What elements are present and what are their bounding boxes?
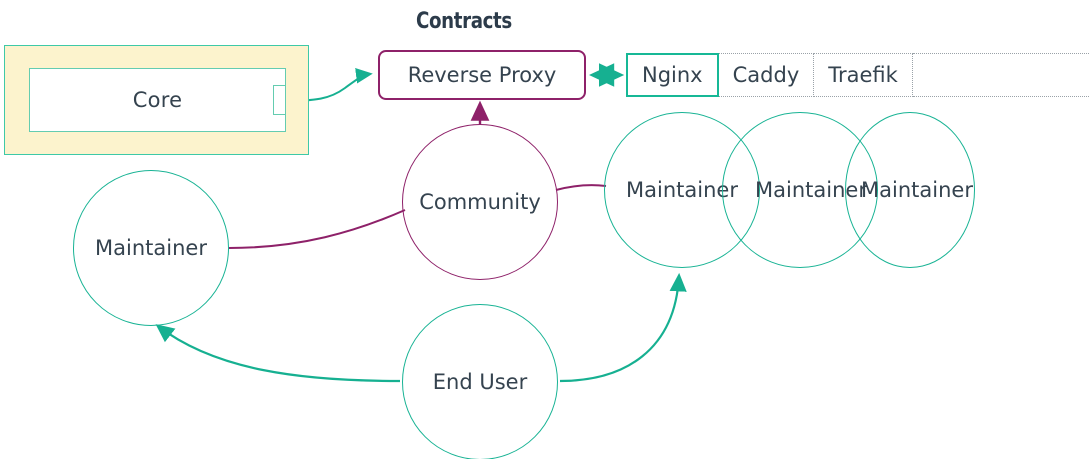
node-community[interactable]: Community	[402, 124, 558, 280]
option-traefik-label: Traefik	[828, 63, 898, 87]
node-maintainer-3[interactable]: Maintainer	[845, 112, 975, 268]
option-nginx[interactable]: Nginx	[626, 53, 719, 97]
core-node-label: Core	[132, 88, 183, 112]
option-traefik[interactable]: Traefik	[814, 53, 913, 97]
edge-end-user-to-maintainer-left	[155, 324, 401, 383]
node-community-label: Community	[419, 190, 541, 214]
option-caddy[interactable]: Caddy	[718, 53, 815, 97]
node-maintainer-3-label: Maintainer	[861, 178, 973, 202]
core-port-handle[interactable]	[273, 85, 286, 115]
proxy-options-row: Nginx Caddy Traefik	[626, 53, 1090, 97]
core-cluster: Core	[4, 45, 309, 155]
node-maintainer-1-label: Maintainer	[626, 178, 738, 202]
option-nginx-label: Nginx	[642, 63, 703, 87]
option-caddy-label: Caddy	[732, 63, 800, 87]
node-end-user-label: End User	[432, 370, 528, 394]
edge-end-user-to-maintainer-1	[559, 272, 687, 383]
node-maintainer-1[interactable]: Maintainer	[604, 112, 760, 268]
option-empty-slot[interactable]	[912, 53, 1090, 97]
edge-maintainer-left-to-community	[228, 209, 406, 249]
contracts-title: Contracts	[416, 9, 512, 34]
node-maintainer-left-label: Maintainer	[95, 236, 207, 260]
node-maintainer-left[interactable]: Maintainer	[73, 170, 229, 326]
node-end-user[interactable]: End User	[402, 304, 558, 459]
reverse-proxy-label: Reverse Proxy	[407, 63, 557, 87]
reverse-proxy-node[interactable]: Reverse Proxy	[378, 50, 586, 100]
edge-community-to-maintainer-1	[555, 184, 607, 191]
core-node[interactable]: Core	[29, 68, 286, 132]
